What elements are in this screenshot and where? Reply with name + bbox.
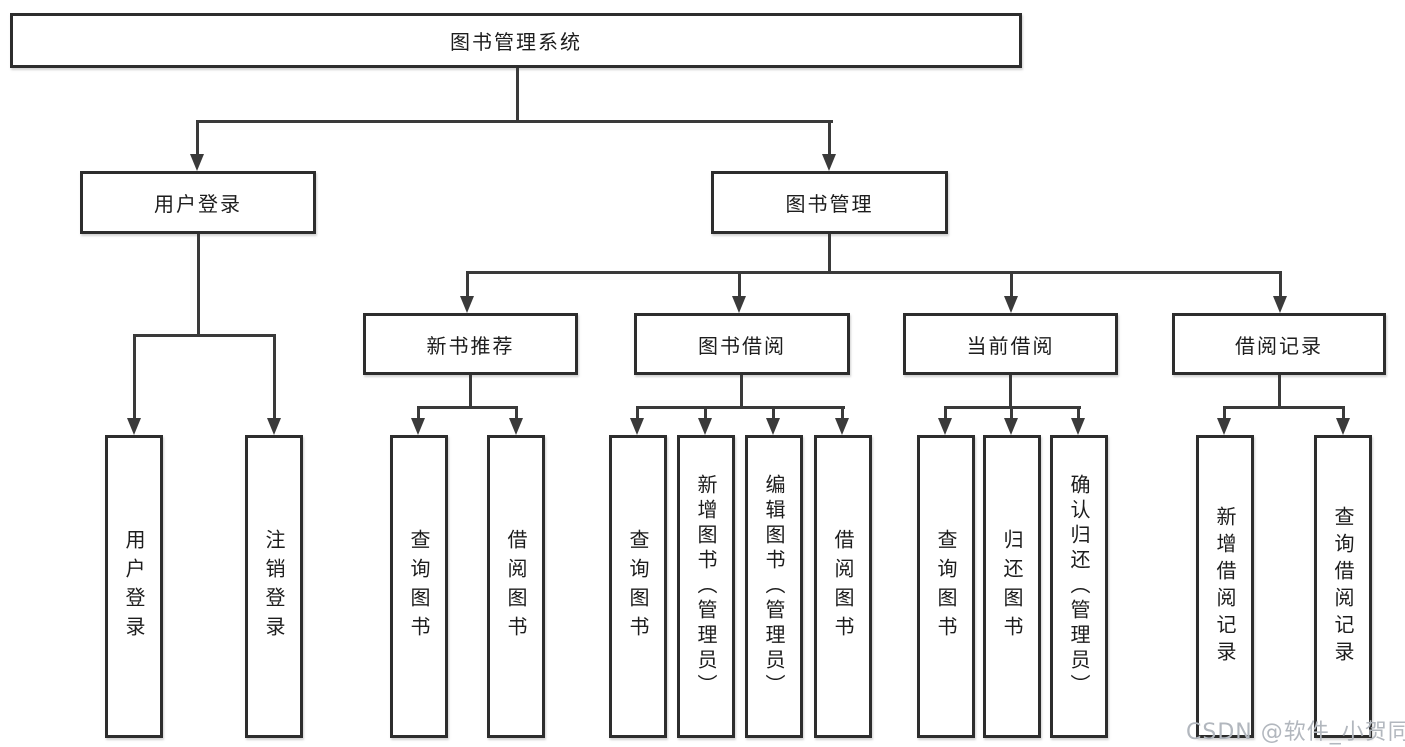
leaf-query-books-borrowing: 查询图书 [609,435,667,738]
watermark: CSDN @软件_小贺同学 [1186,720,1405,745]
connector-line [466,271,1282,274]
leaf-user-login-label: 用户登录 [122,528,146,645]
arrowhead-icon [938,418,952,435]
arrowhead-icon [127,418,141,435]
connector-line [1342,406,1345,420]
arrowhead-icon [1273,296,1287,313]
connector-line [704,406,707,420]
node-new-book-recommendation-label: 新书推荐 [426,333,515,358]
leaf-logout-login-label: 注销登录 [262,528,286,645]
leaf-add-books-admin: 新增图书（管理员） [677,435,735,738]
arrowhead-icon [698,418,712,435]
connector-line [1223,406,1226,420]
arrowhead-icon [411,418,425,435]
arrowhead-icon [1004,296,1018,313]
connector-line [466,271,469,297]
arrowhead-icon [190,154,204,171]
leaf-add-borrow-record: 新增借阅记录 [1196,435,1254,738]
arrowhead-icon [267,418,281,435]
leaf-query-books-current: 查询图书 [917,435,975,738]
leaf-user-login: 用户登录 [105,435,163,738]
node-book-management: 图书管理 [711,171,948,234]
arrowhead-icon [1071,418,1085,435]
leaf-add-books-admin-label: 新增图书（管理员） [694,474,718,699]
connector-line [828,120,831,156]
connector-line [1010,406,1013,420]
connector-line [1278,375,1281,409]
connector-line [417,406,518,409]
connector-line [841,406,844,420]
connector-line [469,375,472,409]
arrowhead-icon [509,418,523,435]
connector-line [133,334,276,337]
leaf-query-books-recommend: 查询图书 [390,435,448,738]
connector-line [516,68,519,123]
leaf-edit-books-admin: 编辑图书（管理员） [745,435,803,738]
leaf-add-borrow-record-label: 新增借阅记录 [1213,505,1237,668]
connector-line [1010,271,1013,297]
node-user-login-label: 用户登录 [154,192,242,216]
node-borrowing-records: 借阅记录 [1172,313,1386,375]
leaf-logout-login: 注销登录 [245,435,303,738]
connector-line [133,334,136,418]
node-borrowing-records-label: 借阅记录 [1235,333,1323,358]
leaf-confirm-return-admin-label: 确认归还（管理员） [1067,474,1091,699]
node-library-system: 图书管理系统 [10,13,1022,68]
leaf-confirm-return-admin: 确认归还（管理员） [1050,435,1108,738]
leaf-borrow-books-recommend-label: 借阅图书 [504,528,528,645]
arrowhead-icon [1336,418,1350,435]
leaf-return-books: 归还图书 [983,435,1041,738]
node-user-login: 用户登录 [80,171,316,234]
arrowhead-icon [1004,418,1018,435]
connector-line [772,406,775,420]
leaf-borrow-books-borrowing-label: 借阅图书 [831,528,855,645]
node-book-borrowing: 图书借阅 [634,313,850,375]
leaf-query-books-current-label: 查询图书 [934,528,958,645]
arrowhead-icon [1217,418,1231,435]
node-current-borrowing-label: 当前借阅 [966,333,1055,358]
arrowhead-icon [766,418,780,435]
connector-line [197,234,200,337]
connector-line [196,120,199,156]
leaf-borrow-books-recommend: 借阅图书 [487,435,545,738]
node-book-borrowing-label: 图书借阅 [698,333,786,358]
connector-line [636,406,845,409]
node-new-book-recommendation: 新书推荐 [363,313,578,375]
node-current-borrowing: 当前借阅 [903,313,1118,375]
leaf-edit-books-admin-label: 编辑图书（管理员） [762,474,786,699]
connector-line [196,120,833,123]
leaf-query-borrow-record: 查询借阅记录 [1314,435,1372,738]
arrowhead-icon [732,296,746,313]
connector-line [1077,406,1080,420]
connector-line [1279,271,1282,297]
leaf-query-books-borrowing-label: 查询图书 [626,528,650,645]
connector-line [1009,375,1012,409]
connector-line [273,334,276,418]
leaf-query-books-recommend-label: 查询图书 [407,528,431,645]
connector-line [740,375,743,409]
arrowhead-icon [630,418,644,435]
connector-line [636,406,639,420]
connector-line [828,234,831,274]
connector-line [738,271,741,297]
connector-line [417,406,420,420]
arrowhead-icon [835,418,849,435]
arrowhead-icon [822,154,836,171]
connector-line [944,406,947,420]
leaf-return-books-label: 归还图书 [1000,528,1024,645]
leaf-borrow-books-borrowing: 借阅图书 [814,435,872,738]
arrowhead-icon [460,296,474,313]
node-library-system-label: 图书管理系统 [450,30,582,54]
node-book-management-label: 图书管理 [785,192,874,216]
connector-line [1223,406,1345,409]
connector-line [515,406,518,420]
leaf-query-borrow-record-label: 查询借阅记录 [1331,505,1355,668]
